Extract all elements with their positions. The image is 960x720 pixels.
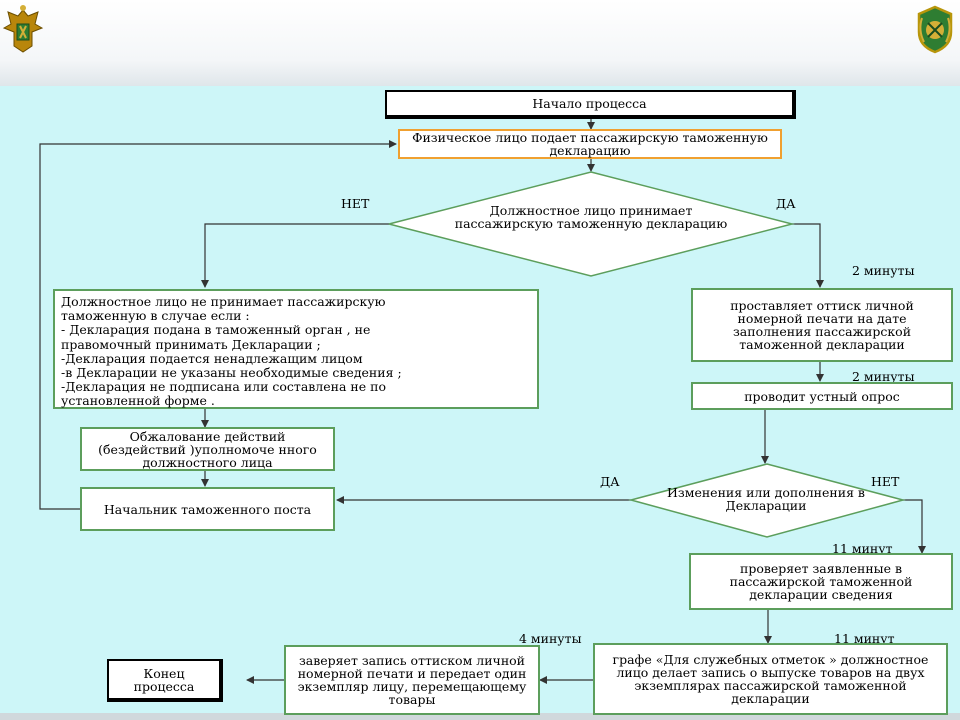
start-node: Начало процесса (385, 90, 796, 119)
check-info-node: проверяет заявленные в пассажирской тамо… (689, 553, 953, 610)
chief-customs-post-node: Начальник таможенного поста (80, 487, 335, 531)
check-time-label: 11 минут (832, 541, 893, 556)
oral-survey-node: проводит устный опрос (691, 382, 953, 410)
bottom-strip (0, 713, 960, 720)
slide-header (0, 0, 960, 86)
decision-accept-yes-label: ДА (776, 196, 796, 211)
certify-node: заверяет запись оттиском личной номерной… (284, 645, 540, 715)
release-record-node: графе «Для служебных отметок » должностн… (593, 643, 948, 715)
certify-time-label: 4 минуты (519, 631, 582, 646)
decision-accept-text: Должностное лицо принимает пассажирскую … (454, 203, 728, 231)
oral-time-label: 2 минуты (852, 369, 915, 384)
customs-emblem-right (917, 5, 953, 54)
submit-declaration-node: Физическое лицо подает пассажирскую тамо… (398, 129, 782, 159)
coat-of-arms-emblem-left (2, 5, 44, 53)
decision-accept-no-label: НЕТ (341, 196, 370, 211)
decision-changes-text: Изменения или дополнения в Декларации (667, 485, 865, 513)
record-time-label: 11 минут (834, 631, 895, 646)
decision-changes-no-label: НЕТ (871, 474, 900, 489)
stamp-time-label: 2 минуты (852, 263, 915, 278)
decision-changes-yes-label: ДА (600, 474, 620, 489)
appeal-node: Обжалование действий (бездействий )уполн… (80, 427, 335, 471)
rejection-reasons-node: Должностное лицо не принимает пассажирск… (53, 289, 539, 409)
end-node: Конец процесса (107, 659, 223, 702)
stamp-node: проставляет оттиск личной номерной печат… (691, 288, 953, 362)
